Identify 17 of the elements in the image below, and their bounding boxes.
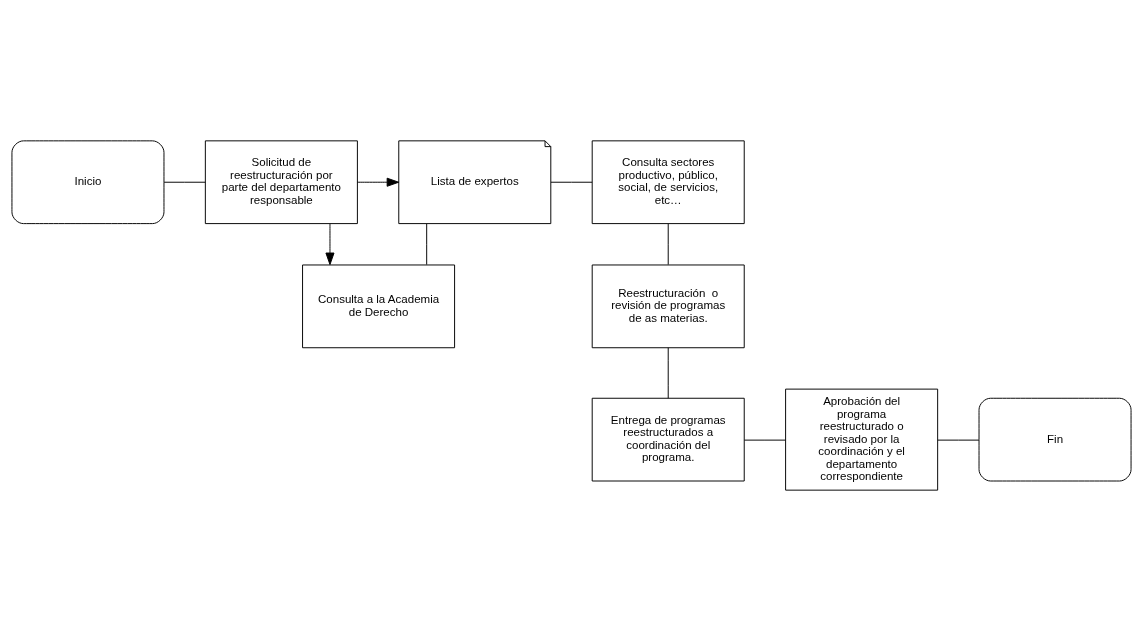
node-box: Reestructuración o revisión de programas de as materias. <box>591 264 745 348</box>
connector <box>937 439 980 441</box>
connector <box>667 222 669 265</box>
arrow <box>357 177 400 187</box>
connector <box>426 222 428 265</box>
connector <box>743 439 786 441</box>
node-box: Consulta a la Academia de Derecho <box>302 264 456 348</box>
node-box: Consulta sectores productivo, público, social, de servicios, etc… <box>591 139 745 224</box>
node-box: Entrega de programas reestructurados a coordinación del programa. <box>591 397 745 481</box>
arrow <box>325 222 335 265</box>
node-box: Aprobación del programa reestructurado o revisado por la coordinación y el departamento correspondiente <box>785 388 939 491</box>
connector <box>550 181 593 183</box>
connector <box>163 181 206 183</box>
node-box: Solicitud de reestructuración por parte del departamento responsable <box>204 139 358 224</box>
connector <box>667 346 669 399</box>
node-box: Fin <box>978 397 1132 481</box>
node-box: Inicio <box>11 139 165 224</box>
